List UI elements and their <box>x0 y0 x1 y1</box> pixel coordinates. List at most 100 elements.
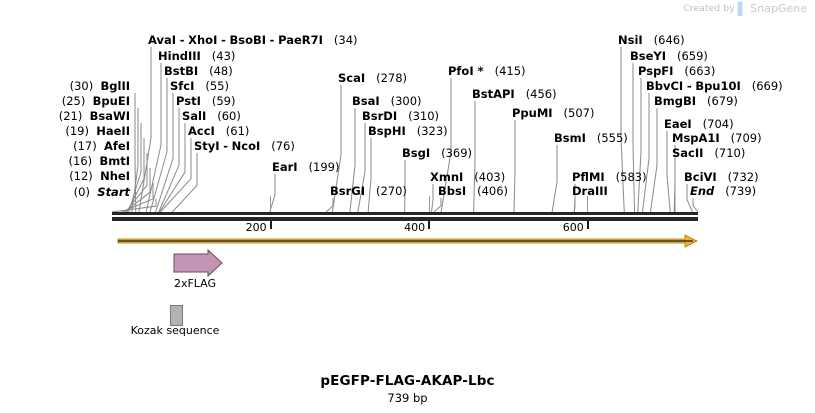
site-label-bsphi[interactable]: BspHI (323) <box>368 125 448 137</box>
watermark-created-by: Created by <box>683 3 735 14</box>
site-label-bsrdi[interactable]: BsrDI (310) <box>362 110 439 122</box>
site-position: (323) <box>416 124 448 138</box>
site-enzyme-name: XmnI <box>430 170 464 184</box>
site-label-bsawi[interactable]: (21) BsaWI <box>0 110 130 122</box>
site-position: (270) <box>375 184 407 198</box>
site-label-bmgbi[interactable]: BmgBI (679) <box>654 95 738 107</box>
site-enzyme-name: PflMI <box>572 170 605 184</box>
site-label-styi[interactable]: StyI - NcoI (76) <box>194 140 295 152</box>
leader-line <box>637 78 642 213</box>
leader-line <box>357 123 366 213</box>
site-label-bstbi[interactable]: BstBI (48) <box>164 65 233 77</box>
site-label-bcivi[interactable]: BciVI (732) <box>684 171 759 183</box>
site-label-pspfi[interactable]: PspFI (663) <box>638 65 715 77</box>
site-enzyme-name: PfoI * <box>448 64 484 78</box>
snapgene-logo-icon: ▌ <box>737 1 748 16</box>
site-position: (669) <box>751 79 783 93</box>
site-position: (406) <box>477 184 509 198</box>
site-label-bsmi[interactable]: BsmI (555) <box>554 132 628 144</box>
site-position: (679) <box>707 94 738 108</box>
site-position: (30) <box>69 79 94 93</box>
site-enzyme-name: BsoBI <box>229 33 267 47</box>
site-label-draiii[interactable]: DraIII <box>572 185 608 197</box>
leader-line <box>155 93 174 213</box>
site-label-pflmi[interactable]: PflMI (583) <box>572 171 647 183</box>
site-label-ppumi[interactable]: PpuMI (507) <box>512 107 594 119</box>
site-position: (55) <box>205 79 229 93</box>
site-label-sfci[interactable]: SfcI (55) <box>170 80 229 92</box>
site-label-bstapi[interactable]: BstAPI (456) <box>472 88 557 100</box>
orf-arrow[interactable] <box>117 234 698 248</box>
site-name-separator: - <box>179 33 185 47</box>
site-enzyme-name: HaeII <box>96 124 130 138</box>
site-label-sali[interactable]: SalI (60) <box>182 110 241 122</box>
site-name-separator: - <box>686 79 692 93</box>
site-label-xmni[interactable]: XmnI (403) <box>430 171 505 183</box>
site-label-psti[interactable]: PstI (59) <box>176 95 235 107</box>
site-enzyme-name: BpuEI <box>92 94 130 108</box>
leader-line <box>158 108 180 213</box>
site-enzyme-name: MspA1I <box>672 131 720 145</box>
site-label-afei[interactable]: (17) AfeI <box>0 140 130 152</box>
leader-line <box>131 108 139 213</box>
site-label-scai[interactable]: ScaI (278) <box>338 72 407 84</box>
page-title: pEGFP-FLAG-AKAP-Lbc <box>320 373 495 389</box>
leader-line <box>171 153 198 213</box>
ruler-tick <box>269 221 272 229</box>
site-label-bsgi[interactable]: BsgI (369) <box>402 147 472 159</box>
sequence-backbone-shadow <box>112 217 698 221</box>
site-label-nhei[interactable]: (12) NheI <box>0 170 130 182</box>
site-label-bseyi[interactable]: BseYI (659) <box>630 50 708 62</box>
site-label-bbvci[interactable]: BbvCI - Bpu10I (669) <box>646 80 783 92</box>
site-enzyme-name: SacII <box>672 146 704 160</box>
site-label-end[interactable]: End (739) <box>690 185 756 197</box>
site-label-pfoi[interactable]: PfoI * (415) <box>448 65 526 77</box>
site-label-start[interactable]: (0) Start <box>0 186 130 198</box>
site-label-bsai[interactable]: BsaI (300) <box>352 95 422 107</box>
leader-line <box>573 198 576 213</box>
feature-2xflag-shape[interactable] <box>173 248 223 278</box>
feature-kozak-box[interactable] <box>170 305 183 326</box>
site-position: (732) <box>727 170 759 184</box>
site-position: (555) <box>596 131 628 145</box>
site-label-haeii[interactable]: (19) HaeII <box>0 125 130 137</box>
leader-line <box>111 199 157 213</box>
site-label-hindiii[interactable]: HindIII (43) <box>158 50 235 62</box>
site-enzyme-name: NheI <box>100 169 130 183</box>
site-label-bbsi[interactable]: BbsI (406) <box>438 185 508 197</box>
site-enzyme-name: Start <box>97 185 130 199</box>
site-enzyme-name: BglII <box>100 79 131 93</box>
site-label-sacii[interactable]: SacII (710) <box>672 147 745 159</box>
leader-line <box>431 184 434 213</box>
site-label-bglii[interactable]: (30) BglII <box>0 80 130 92</box>
plasmid-length: 739 bp <box>387 391 428 405</box>
site-position: (659) <box>677 49 708 63</box>
leader-line <box>692 198 699 213</box>
site-label-avai[interactable]: AvaI - XhoI - BsoBI - PaeR7I (34) <box>148 34 358 46</box>
site-enzyme-name: BstBI <box>164 64 199 78</box>
site-position: (34) <box>333 33 358 47</box>
site-position: (300) <box>390 94 422 108</box>
site-position: (199) <box>308 160 340 174</box>
site-position: (48) <box>209 64 233 78</box>
site-label-mspa1i[interactable]: MspA1I (709) <box>672 132 762 144</box>
site-label-nsii[interactable]: NsiI (646) <box>618 34 685 46</box>
site-label-bsrgi[interactable]: BsrGI (270) <box>330 185 407 197</box>
feature-2xflag-label: 2xFLAG <box>173 277 217 290</box>
site-label-acci[interactable]: AccI (61) <box>188 125 249 137</box>
site-enzyme-name: BsgI <box>402 146 431 160</box>
site-enzyme-name: XhoI <box>188 33 218 47</box>
site-name-separator: - <box>223 139 228 153</box>
sequence-backbone[interactable] <box>112 212 698 215</box>
site-label-eaei[interactable]: EaeI (704) <box>664 118 734 130</box>
leader-line <box>551 145 558 213</box>
site-position: (43) <box>211 49 236 63</box>
site-position: (0) <box>73 185 90 199</box>
site-label-bmti[interactable]: (16) BmtI <box>0 155 130 167</box>
site-label-eari[interactable]: EarI (199) <box>272 161 339 173</box>
site-name-separator: - <box>221 33 226 47</box>
site-position: (17) <box>73 139 97 153</box>
site-enzyme-name: Bpu10I <box>695 79 741 93</box>
leader-line <box>145 63 162 213</box>
site-label-bpuei[interactable]: (25) BpuEI <box>0 95 130 107</box>
